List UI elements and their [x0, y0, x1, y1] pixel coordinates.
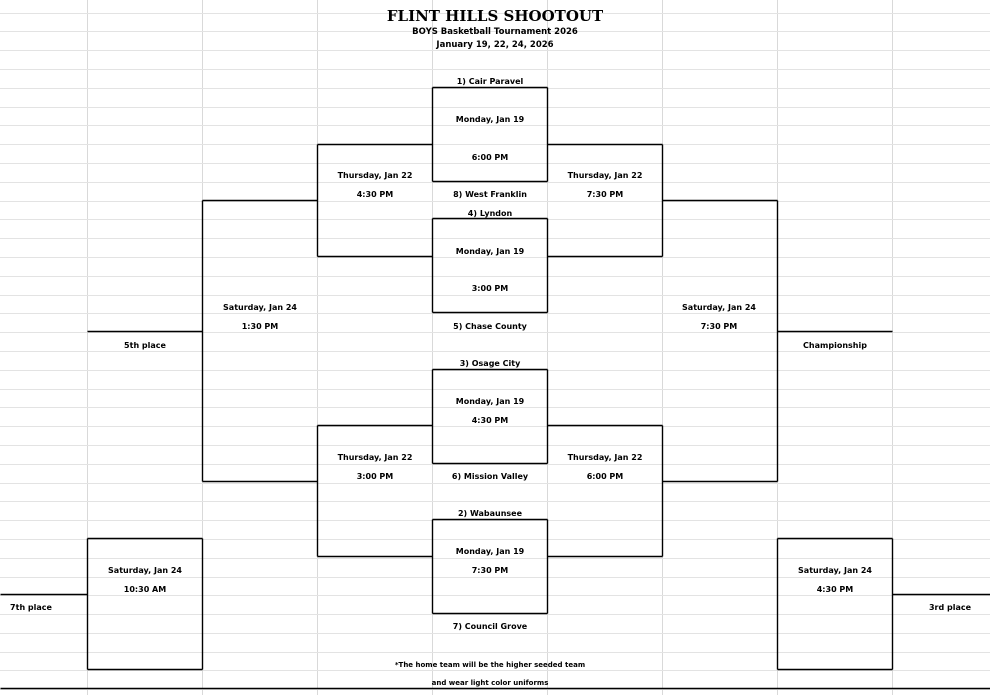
team-seed-1: 1) Cair Paravel [456, 77, 524, 86]
game2-time: 3:00 PM [471, 284, 509, 293]
consolation-top-time: 4:30 PM [356, 190, 394, 199]
consolation-top-day: Thursday, Jan 22 [337, 171, 413, 180]
fifth-place-game-day: Saturday, Jan 24 [223, 303, 297, 312]
team-seed-6: 6) Mission Valley [451, 472, 529, 481]
seventh-place-label: 7th place [10, 603, 52, 612]
home-team-note-line2: and wear light color uniforms [431, 679, 549, 687]
team-seed-7: 7) Council Grove [452, 622, 528, 631]
home-team-note-line1: *The home team will be the higher seeded… [394, 661, 586, 669]
game2-day: Monday, Jan 19 [455, 247, 525, 256]
consolation-bottom-time: 3:00 PM [356, 472, 394, 481]
seventh-place-game-time: 10:30 AM [123, 585, 167, 594]
team-seed-8: 8) West Franklin [453, 190, 527, 199]
consolation-bottom-day: Thursday, Jan 22 [337, 453, 413, 462]
tournament-dates: January 19, 22, 24, 2026 [436, 40, 554, 50]
championship-label: Championship [803, 341, 867, 350]
semifinal-top-day: Thursday, Jan 22 [567, 171, 643, 180]
game1-day: Monday, Jan 19 [455, 115, 525, 124]
championship-game-time: 7:30 PM [700, 322, 738, 331]
game3-time: 4:30 PM [471, 416, 509, 425]
semifinal-bottom-time: 6:00 PM [586, 472, 624, 481]
team-seed-3: 3) Osage City [459, 359, 521, 368]
team-seed-2: 2) Wabaunsee [457, 509, 523, 518]
team-seed-4: 4) Lyndon [467, 209, 513, 218]
fifth-place-game-time: 1:30 PM [241, 322, 279, 331]
third-place-game-time: 4:30 PM [816, 585, 854, 594]
fifth-place-label: 5th place [124, 341, 166, 350]
third-place-label: 3rd place [928, 603, 972, 612]
game4-day: Monday, Jan 19 [455, 547, 525, 556]
seventh-place-game-day: Saturday, Jan 24 [108, 566, 182, 575]
semifinal-top-time: 7:30 PM [586, 190, 624, 199]
page-title: FLINT HILLS SHOOTOUT [386, 7, 604, 25]
championship-game-day: Saturday, Jan 24 [682, 303, 756, 312]
semifinal-bottom-day: Thursday, Jan 22 [567, 453, 643, 462]
third-place-game-day: Saturday, Jan 24 [798, 566, 872, 575]
game4-time: 7:30 PM [471, 566, 509, 575]
game1-time: 6:00 PM [471, 153, 509, 162]
team-seed-5: 5) Chase County [453, 322, 527, 331]
page-subtitle: BOYS Basketball Tournament 2026 [412, 27, 578, 37]
game3-day: Monday, Jan 19 [455, 397, 525, 406]
